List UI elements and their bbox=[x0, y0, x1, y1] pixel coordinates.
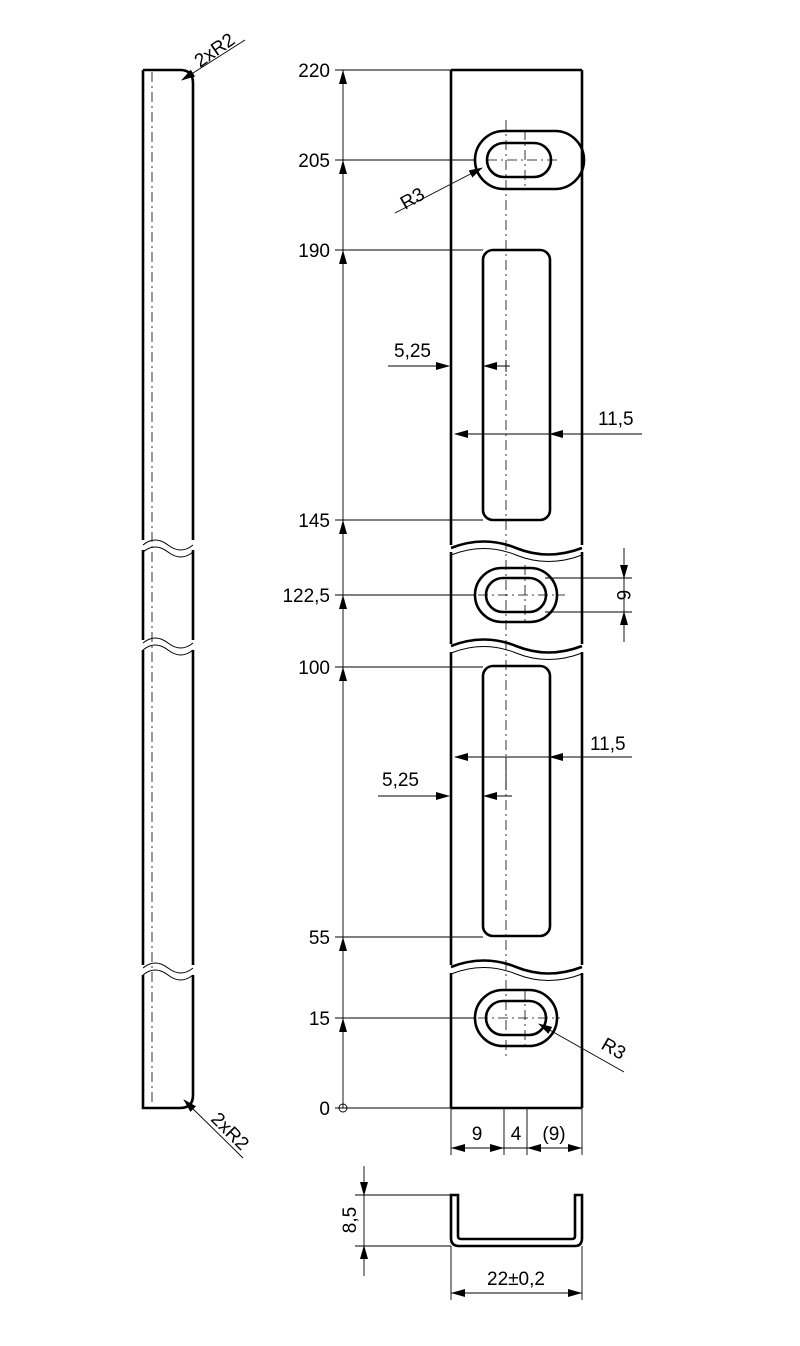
width-dimensions: 9 4 (9) bbox=[450, 1108, 583, 1155]
long-slot-upper bbox=[481, 248, 552, 522]
radius-leader-top bbox=[181, 39, 246, 81]
slot-hole-middle bbox=[473, 565, 565, 625]
dim-190: 190 bbox=[298, 241, 330, 262]
lower-offset-label: 5,25 bbox=[382, 770, 419, 791]
hole-height-label: 6 bbox=[612, 590, 633, 601]
slot-hole-bottom bbox=[473, 988, 560, 1048]
break-line bbox=[142, 539, 194, 551]
front-view bbox=[449, 68, 586, 1110]
height-dimension-chain: 220 205 190 145 122,5 100 55 15 0 bbox=[282, 61, 483, 1120]
width-middle-label: 4 bbox=[511, 1124, 522, 1145]
side-profile-bottom bbox=[141, 975, 195, 1110]
radius-leader-bottom bbox=[183, 1099, 244, 1159]
dim-122-5: 122,5 bbox=[282, 586, 330, 607]
dim-55: 55 bbox=[309, 928, 330, 949]
width-left-label: 9 bbox=[472, 1124, 483, 1145]
break-line bbox=[142, 962, 194, 974]
side-view: 2xR2 2xR2 bbox=[141, 29, 253, 1159]
u-channel-profile bbox=[449, 1193, 584, 1248]
section-width-label: 22±0,2 bbox=[487, 1269, 545, 1290]
side-profile-top bbox=[143, 68, 195, 540]
break-line bbox=[450, 638, 583, 654]
dim-145: 145 bbox=[298, 511, 330, 532]
break-line bbox=[450, 959, 583, 975]
break-line bbox=[450, 540, 583, 556]
dim-0: 0 bbox=[319, 1099, 330, 1120]
origin-marker bbox=[338, 1103, 348, 1113]
radius-bottom-label: 2xR2 bbox=[206, 1109, 252, 1155]
cross-section: 8,5 22±0,2 bbox=[340, 1166, 584, 1300]
long-slot-lower bbox=[481, 664, 552, 938]
dim-220: 220 bbox=[298, 61, 330, 82]
section-height-label: 8,5 bbox=[340, 1207, 361, 1233]
dim-100: 100 bbox=[298, 658, 330, 679]
radius-top-label: 2xR2 bbox=[191, 29, 239, 72]
slot-hole-top bbox=[473, 129, 586, 191]
slot-dimensions: 5,25 11,5 11,5 5,25 bbox=[378, 341, 642, 800]
dim-205: 205 bbox=[298, 151, 330, 172]
upper-width-label: 11,5 bbox=[598, 409, 634, 430]
width-right-label: (9) bbox=[542, 1124, 565, 1145]
dim-15: 15 bbox=[309, 1009, 330, 1030]
lower-width-label: 11,5 bbox=[590, 734, 626, 755]
upper-offset-label: 5,25 bbox=[394, 341, 431, 362]
break-line bbox=[142, 637, 194, 649]
